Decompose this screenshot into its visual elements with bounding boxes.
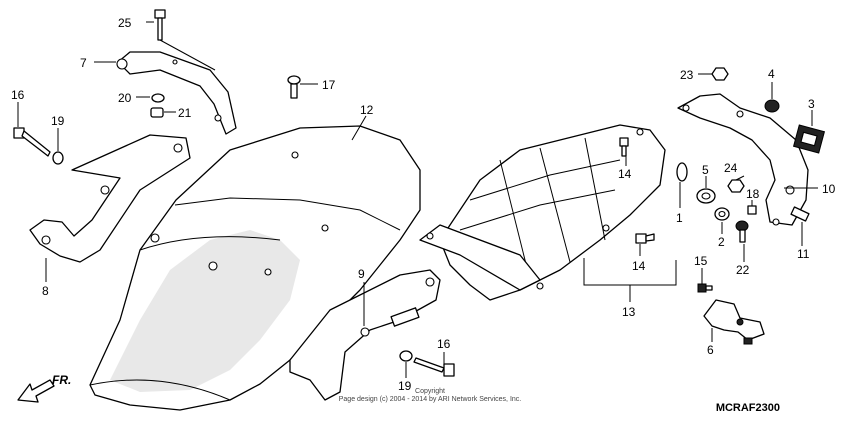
callout-7: 7 (80, 56, 87, 70)
part-helmet-holder-6 (703, 299, 765, 345)
callout-13: 13 (622, 305, 636, 319)
callout-11: 11 (797, 247, 810, 261)
callout-2: 2 (718, 235, 725, 249)
callout-10: 10 (822, 182, 836, 196)
callout-numbers: 25 7 20 21 16 19 8 17 12 9 16 19 14 14 1… (11, 16, 836, 393)
callout-20: 20 (118, 91, 132, 105)
part-splash-guard-13 (419, 124, 666, 301)
part-clip-17 (287, 75, 301, 99)
part-collar-5 (696, 188, 716, 204)
diagram-code: MCRAF2300 (715, 402, 780, 414)
part-rear-fender-12 (89, 125, 421, 411)
front-arrow-icon: FR. (17, 373, 71, 403)
callout-14-lower: 14 (632, 259, 646, 273)
part-bolt-16-lower (413, 357, 455, 377)
front-label: FR. (52, 373, 71, 387)
part-pin-11 (790, 206, 810, 222)
callout-3: 3 (808, 97, 815, 111)
callout-18: 18 (746, 187, 760, 201)
part-ring-1 (676, 162, 688, 182)
callout-25: 25 (118, 16, 132, 30)
part-washer-19-lower (399, 350, 413, 362)
part-bolt-15 (697, 283, 713, 293)
callout-23: 23 (680, 68, 694, 82)
part-grommet-20 (151, 93, 165, 103)
part-bolt-16-left (13, 127, 51, 157)
callout-5: 5 (702, 163, 709, 177)
part-grommet-4 (764, 99, 780, 113)
callout-12: 12 (360, 103, 374, 117)
copyright-line-2: Page design (c) 2004 - 2014 by ARI Netwo… (338, 396, 522, 403)
part-nut-23 (711, 67, 729, 81)
leader-lines (17, 21, 818, 378)
part-bolt-14-lower (635, 233, 655, 244)
part-license-bracket-10 (677, 93, 809, 226)
part-nut-24 (727, 179, 745, 193)
callout-19-left: 19 (51, 114, 65, 128)
callout-16-left: 16 (11, 88, 25, 102)
part-grommet-21 (150, 107, 164, 118)
callout-19-lower: 19 (398, 379, 412, 393)
part-bolt-14-upper (619, 137, 629, 157)
copyright-notice: Copyright Page design (c) 2004 - 2014 by… (300, 388, 560, 404)
callout-16-lower: 16 (437, 337, 451, 351)
part-washer-19-left (52, 151, 64, 165)
callout-14-upper: 14 (618, 167, 632, 181)
part-bracket-7 (116, 51, 237, 135)
copyright-line-1: Copyright (415, 388, 445, 395)
part-stay-9 (289, 269, 441, 401)
callout-8: 8 (42, 284, 49, 298)
part-collar-2 (714, 207, 730, 221)
part-bolt-22 (735, 220, 749, 243)
callout-15: 15 (694, 254, 708, 268)
callout-22: 22 (736, 263, 750, 277)
part-bolt-25 (154, 9, 166, 41)
callout-24: 24 (724, 161, 738, 175)
callout-21: 21 (178, 106, 192, 120)
callout-17: 17 (322, 78, 336, 92)
part-rubber-3 (792, 124, 826, 154)
callout-1: 1 (676, 211, 683, 225)
callout-6: 6 (707, 343, 714, 357)
part-stay-8 (29, 134, 191, 263)
part-bolt-18 (747, 205, 757, 215)
callout-9: 9 (358, 267, 365, 281)
callout-4: 4 (768, 67, 775, 81)
